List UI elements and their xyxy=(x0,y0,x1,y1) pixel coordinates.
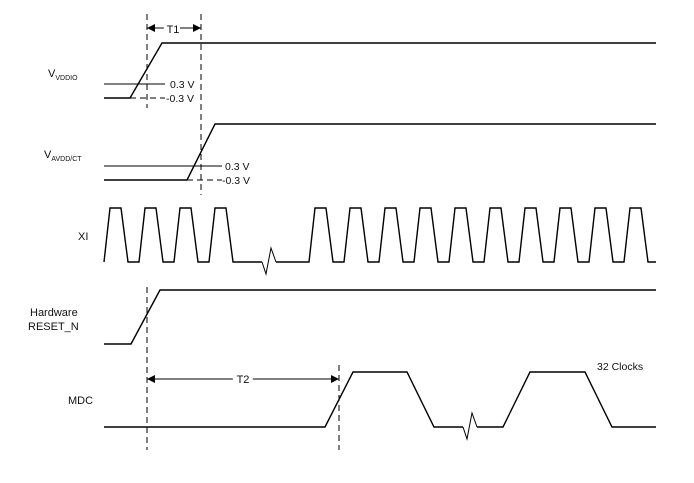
avdd-high-label: 0.3 V xyxy=(225,161,250,173)
avdd-low-label: -0.3 V xyxy=(222,175,250,187)
reset-label-line2: RESET_N xyxy=(28,321,79,333)
t2-arrowhead-right xyxy=(331,375,339,383)
avdd-label: VAVDD/CT xyxy=(44,149,82,163)
xi-waveform xyxy=(103,207,656,263)
mdc-label: MDC xyxy=(68,395,93,407)
xi-break-symbol xyxy=(261,246,277,276)
clocks-label: 32 Clocks xyxy=(597,361,643,373)
t1-arrowhead-right xyxy=(193,24,201,32)
vddio-label: VVDDIO xyxy=(48,68,78,82)
mdc-waveform xyxy=(104,371,656,428)
vddio-low-label: -0.3 V xyxy=(166,93,194,105)
xi-label: XI xyxy=(78,231,88,243)
avdd-waveform xyxy=(104,123,656,181)
vddio-high-label: 0.3 V xyxy=(170,79,195,91)
reset-waveform xyxy=(104,289,656,345)
t1-label: T1 xyxy=(167,24,180,36)
mdc-break-symbol xyxy=(462,411,478,441)
vddio-waveform xyxy=(104,42,656,99)
t2-label: T2 xyxy=(237,374,250,386)
t2-arrowhead-left xyxy=(147,375,155,383)
reset-label-line1: Hardware xyxy=(30,307,78,319)
t1-arrowhead-left xyxy=(147,24,155,32)
